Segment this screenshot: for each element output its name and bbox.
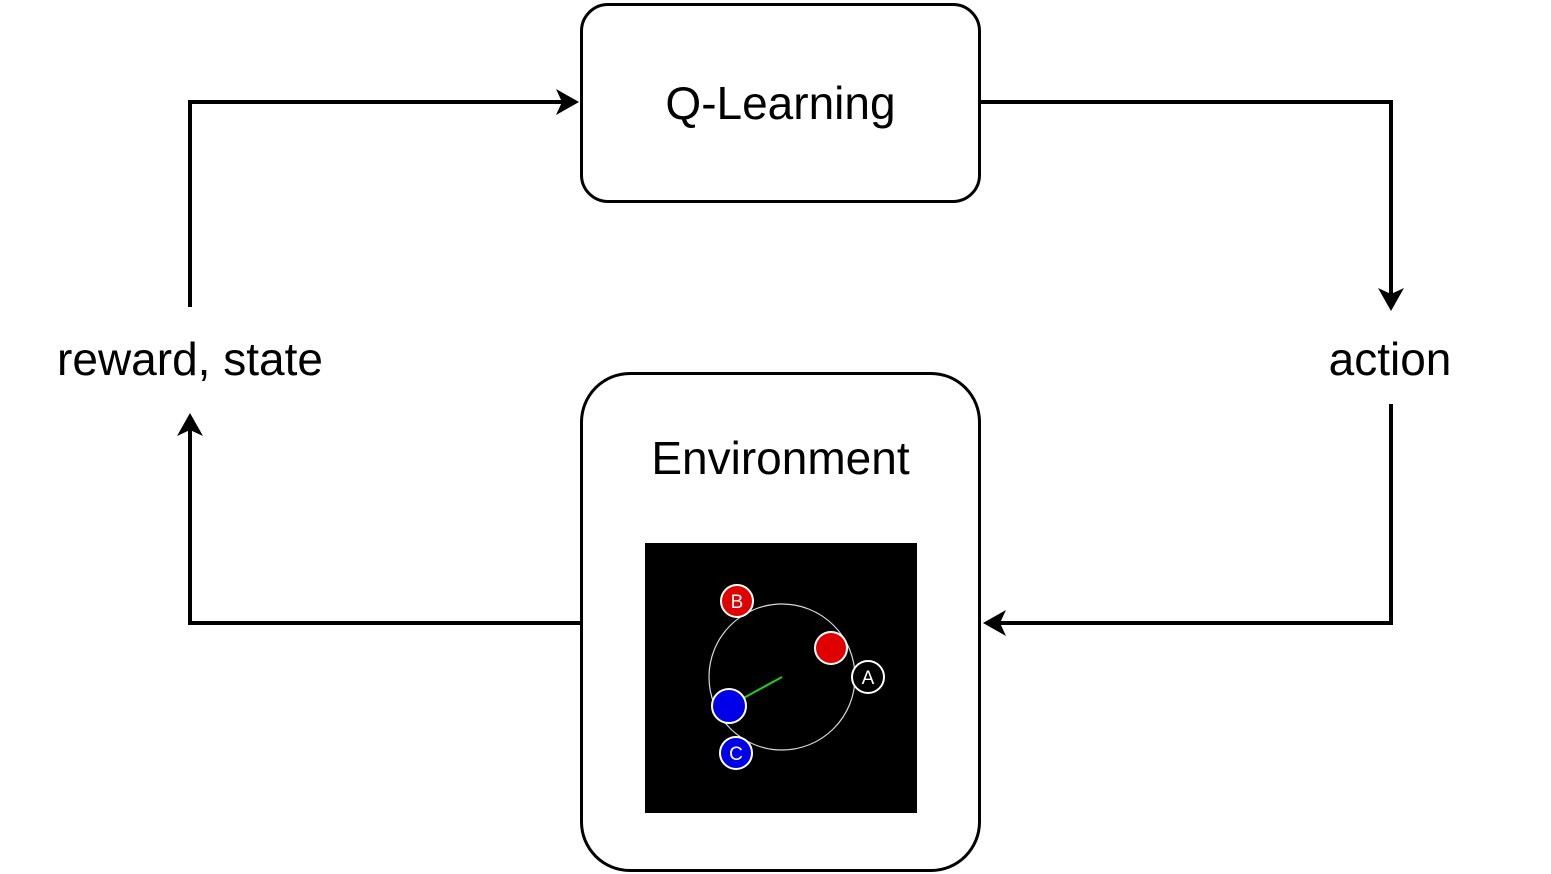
edge-qlearning-to-action <box>981 100 1393 294</box>
q-learning-title: Q-Learning <box>665 77 896 129</box>
environment-node: Environment B A C <box>580 372 981 872</box>
environment-scene: B A C <box>645 543 917 813</box>
marker-c-circle <box>719 736 753 770</box>
environment-render: B A C <box>645 543 917 813</box>
arrowhead-down-icon <box>1378 288 1404 311</box>
environment-title: Environment <box>651 432 910 484</box>
marker-b-circle <box>720 584 754 618</box>
arrowhead-up-icon <box>177 413 203 436</box>
red-agent-circle <box>814 631 848 665</box>
marker-b-label: B <box>731 592 744 613</box>
marker-a: A <box>851 660 885 694</box>
marker-c-label: C <box>729 744 743 765</box>
arrowhead-left-icon <box>983 610 1006 636</box>
q-learning-node: Q-Learning <box>580 3 981 203</box>
marker-a-label: A <box>862 668 875 689</box>
edge-action-to-environment <box>1000 404 1393 625</box>
edge-environment-to-feedback <box>188 430 580 625</box>
marker-b: B <box>720 584 754 618</box>
reward-state-label: reward, state <box>30 336 350 382</box>
arrowhead-right-icon <box>556 89 579 115</box>
blue-agent-circle <box>711 688 747 724</box>
marker-a-circle <box>851 660 885 694</box>
marker-c: C <box>719 736 753 770</box>
action-label: action <box>1310 336 1470 382</box>
edge-feedback-to-qlearning <box>188 100 562 307</box>
